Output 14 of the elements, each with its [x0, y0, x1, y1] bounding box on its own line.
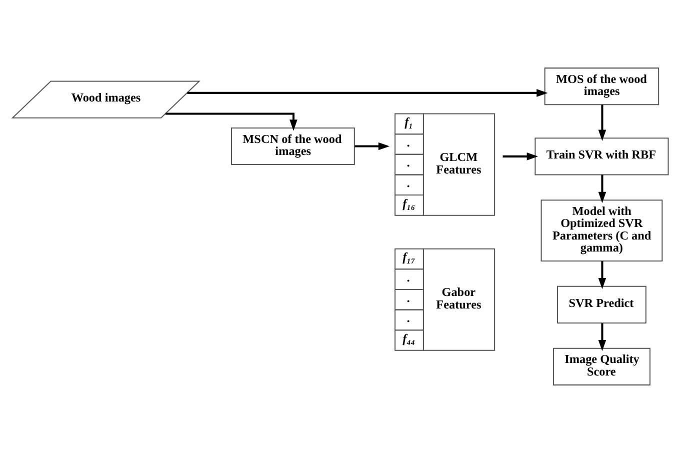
node-box: Model with Optimized SVR Parameters (C and gamma) — [540, 200, 663, 262]
arrow — [502, 152, 538, 160]
arrow — [598, 261, 606, 290]
node-box: Train SVR with RBF — [534, 138, 669, 176]
arrow — [598, 174, 606, 204]
arrow — [354, 142, 390, 150]
node-box: Image Quality Score — [552, 348, 650, 386]
arrow — [166, 112, 298, 131]
arrow — [598, 323, 606, 352]
arrow — [187, 89, 548, 97]
node-box: MSCN of the wood images — [231, 127, 355, 166]
node-box: MOS of the wood images — [544, 68, 660, 106]
arrow — [598, 104, 606, 141]
node-box: SVR Predict — [557, 286, 646, 324]
